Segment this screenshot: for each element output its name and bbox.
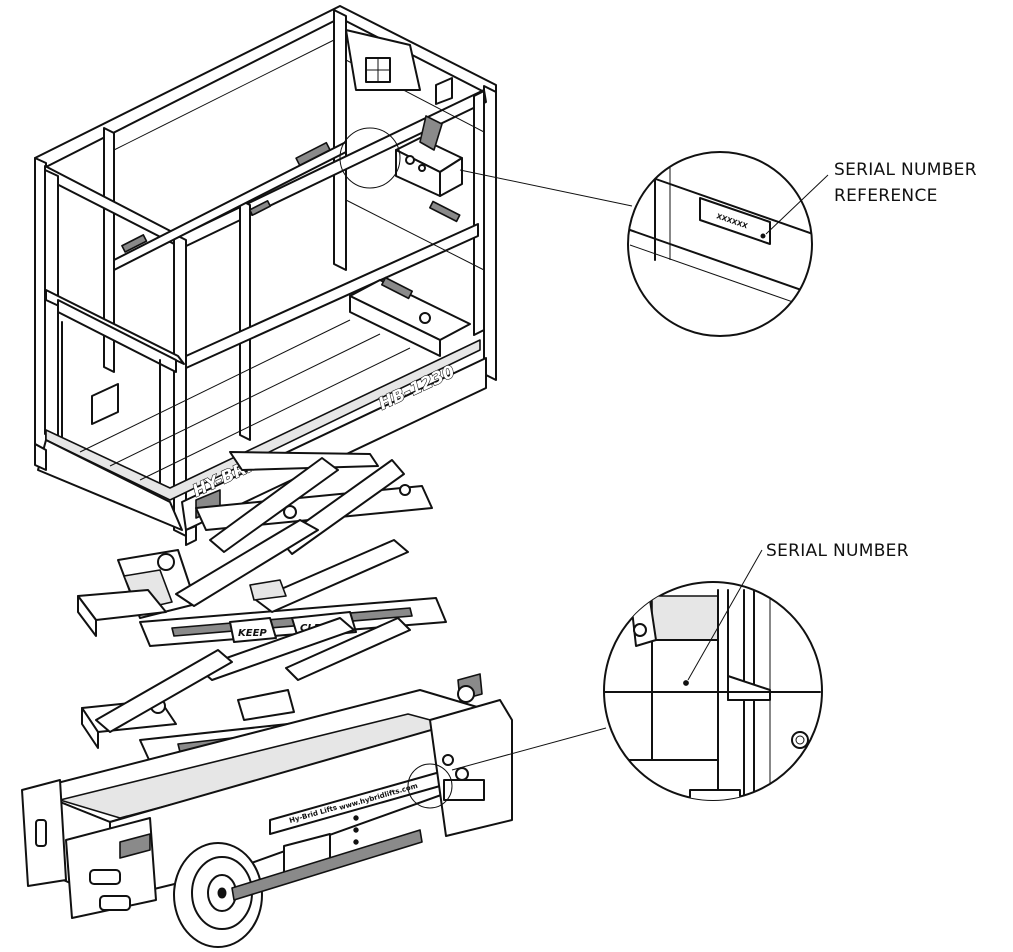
- keep-decal: KEEP: [238, 628, 267, 639]
- detail-circle-serial-number: SERIAL NUMBER: [451, 541, 909, 801]
- platform-deck: [34, 319, 487, 546]
- detail-circle-serial-reference: XXXXXX SERIAL NUMBER REFERENCE: [459, 151, 977, 337]
- serial-number-reference-label-line2: REFERENCE: [834, 186, 938, 206]
- serial-number-reference-label-line1: SERIAL NUMBER: [834, 160, 977, 180]
- base-chassis: Hy-Brid Lifts www.hybridlifts.com: [21, 673, 513, 948]
- serial-number-label: SERIAL NUMBER: [766, 541, 909, 561]
- scissor-arms: KEEP CLEAR: [77, 451, 447, 763]
- platform-guardrail: [34, 5, 497, 537]
